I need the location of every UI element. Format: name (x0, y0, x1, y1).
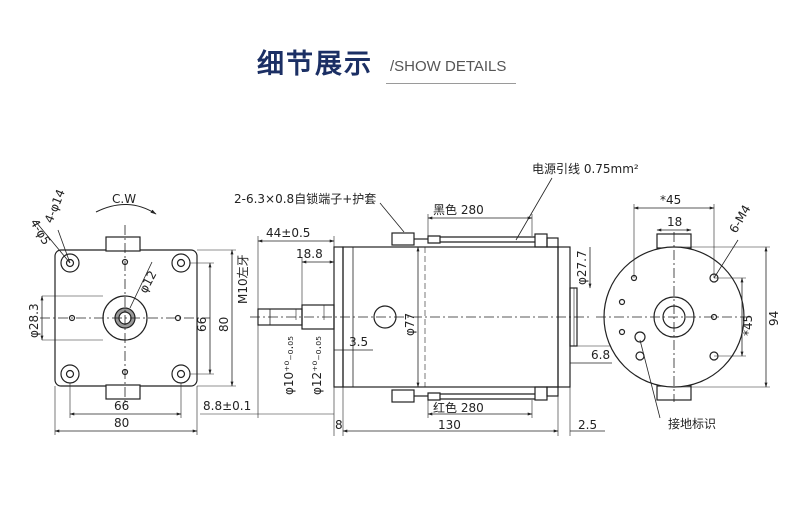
section-header: 细节展示 /SHOW DETAILS (0, 40, 790, 90)
terminal-note: 2-6.3×0.8自锁端子+护套 (234, 191, 376, 206)
shaft-12-label: φ12⁺⁰₋₀.₀₅ (310, 336, 324, 395)
dim-77: φ77 (403, 313, 417, 336)
bottom-80-label: 80 (114, 416, 129, 430)
dim-3-5: 3.5 (349, 335, 368, 349)
shaft-dia-label: φ12 (136, 268, 159, 295)
ground-label: 接地标识 (668, 416, 716, 431)
section-subtitle: /SHOW DETAILS (390, 58, 507, 75)
dim-44: 44±0.5 (266, 226, 310, 240)
black-lead-label: 黑色 280 (433, 203, 484, 217)
dim-27-7: φ27.7 (575, 250, 589, 285)
rear-dim-94: 94 (767, 311, 781, 326)
thread-label: M10左牙 (235, 254, 250, 304)
rear-dim-18: 18 (667, 215, 682, 229)
dim-18-8: 18.8 (296, 247, 323, 261)
rear-view (596, 204, 770, 419)
title-underline (386, 83, 516, 84)
lead-note: 电源引线 0.75mm² (532, 162, 639, 176)
dim-6-8: 6.8 (591, 348, 610, 362)
front-view (35, 203, 236, 435)
holes-large-label: 4-φ14 (42, 187, 68, 225)
side-66-label: 66 (195, 317, 209, 332)
bottom-66-label: 66 (114, 399, 129, 413)
dim-130: 130 (438, 418, 461, 432)
side-80-label: 80 (217, 317, 231, 332)
side-view (200, 177, 612, 436)
dim-2-5: 2.5 (578, 418, 597, 432)
red-lead-label: 红色 280 (433, 400, 484, 415)
rear-holes-label: 6-M4 (726, 203, 753, 236)
shaft-10-label: φ10⁺⁰₋₀.₀₅ (282, 336, 296, 395)
rotation-label: C.W (112, 192, 136, 206)
rear-dim-45-side: *45 (741, 315, 755, 336)
section-title: 细节展示 (257, 49, 373, 80)
dim-8: 8 (335, 418, 343, 432)
bore-dia-label: φ28.3 (27, 303, 41, 338)
rear-dim-45-top: *45 (660, 193, 681, 207)
dim-8-8: 8.8±0.1 (203, 399, 251, 413)
